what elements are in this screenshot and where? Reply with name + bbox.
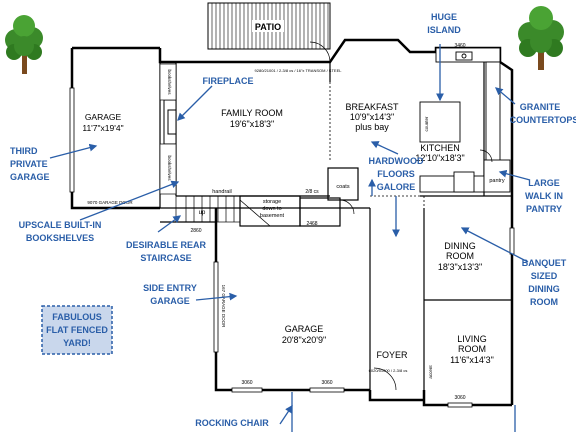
foyer-name: FOYER [376,350,408,360]
callout-fenced-3: YARD! [63,338,91,348]
exterior-walls [70,38,514,407]
accent-label: accent [428,365,433,379]
garage-door-167-label: 167 GARAGE DOOR [221,285,226,329]
garage2-dims: 20'8"x20'9" [282,335,326,345]
garage-door-9070-label: 9070 GARAGE DOOR [87,200,133,205]
dining-name: DINING [444,241,476,251]
garage1-name: GARAGE [85,112,122,122]
callout-bookshelves-1: UPSCALE BUILT-IN [19,220,102,230]
callout-banquet-3: DINING [528,284,560,294]
basement-label: basement [260,213,285,219]
bookshelves-label-b: bookshelves [167,155,172,181]
garage1-dims: 11'7"x19'4" [82,123,123,133]
door-3060-a-label: 3060 [241,380,252,386]
callout-third-garage-3: GARAGE [10,172,50,182]
down-to-label: down to [262,206,281,212]
patio: PATIO [207,2,331,50]
pantry-label: pantry [489,178,505,184]
callout-arrows [49,44,531,432]
callout-side-entry-2: GARAGE [150,296,190,306]
dining-name-2: ROOM [446,251,474,261]
foyer-door-label: 6020/51000 / 2-3/8 cs [369,368,408,373]
tree-left-icon [5,15,43,74]
room-labels: GARAGE 11'7"x19'4" FAMILY ROOM 19'6"x18'… [82,102,493,365]
callout-side-entry-1: SIDE ENTRY [143,283,197,293]
callout-fenced-2: FLAT FENCED [46,325,108,335]
callout-fenced-1: FABULOUS [52,312,102,322]
callout-third-garage-2: PRIVATE [10,159,48,169]
door-3060-b-label: 3060 [321,380,332,386]
staircase [175,195,271,227]
callout-walkin-2: WALK IN [525,191,563,201]
garage2-name: GARAGE [285,324,324,334]
callout-banquet-4: ROOM [530,297,558,307]
kitchen-counters [419,47,511,193]
coats-label: coats [336,184,349,190]
callout-walkin-3: PANTRY [526,204,562,214]
storage-label: storage [263,199,281,205]
callout-granite-1: GRANITE [520,102,561,112]
living-dims: 11'6"x14'3" [450,355,494,365]
kitchen-dims: 12'10"x18'3" [415,153,464,163]
callout-huge-island-2: ISLAND [427,25,461,35]
door-28cs-label: 2/8 cs [305,189,319,195]
handrail-label: handrail [212,189,232,195]
open-floor-dividers [329,82,425,300]
breakfast-dims: 10'9"x14'3" [350,112,394,122]
plan-annotations: handrail up storage down to basement coa… [87,43,505,401]
kitchen-island [419,101,461,143]
door-2468-label: 2468 [306,221,317,227]
callout-hardwood-1: HARDWOOD [369,156,424,166]
callout-staircase-1: DESIRABLE REAR [126,240,207,250]
callout-rocking-chair: ROCKING CHAIR [195,418,269,428]
callout-banquet-2: SIZED [531,271,558,281]
living-name: LIVING [457,334,487,344]
tree-right-icon [518,6,564,70]
callout-huge-island-1: HUGE [431,12,457,22]
family-room-dims: 19'6"x18'3" [230,119,274,129]
transom-door-label: 9280/21001 / 2-3/8 cs / 16"x TRANSOM / S… [255,68,343,73]
family-room-name: FAMILY ROOM [221,108,283,118]
callout-hardwood-3: GALORE [377,182,416,192]
counter-label: counter [424,116,429,132]
living-name-2: ROOM [458,344,486,354]
callouts: HUGE ISLAND FIREPLACE GRANITE COUNTERTOP… [10,12,576,428]
kitchen-name: KITCHEN [420,143,460,153]
patio-label: PATIO [255,22,281,32]
door-2860-label: 2860 [190,228,201,234]
breakfast-extra: plus bay [355,122,389,132]
bookshelves-label-a: bookshelves [167,69,172,95]
fenced-yard-box: FABULOUS FLAT FENCED YARD! [41,305,113,355]
callout-fireplace: FIREPLACE [202,76,253,86]
doors [309,41,493,391]
callout-granite-2: COUNTERTOPS [510,115,576,125]
callout-staircase-2: STAIRCASE [140,253,191,263]
breakfast-name: BREAKFAST [345,102,399,112]
callout-bookshelves-2: BOOKSHELVES [26,233,94,243]
window-3460-label: 3460 [454,43,465,49]
garage-doors [69,87,515,408]
callout-third-garage-1: THIRD [10,146,38,156]
pantry [483,159,511,193]
dining-dims: 18'3"x13'3" [438,262,482,272]
fireplace-icon [163,99,177,145]
window-3060-c-label: 3060 [454,395,465,401]
callout-hardwood-2: FLOORS [377,169,415,179]
callout-banquet-1: BANQUET [522,258,567,268]
stair-up-label: up [199,210,206,216]
callout-walkin-1: LARGE [528,178,560,188]
